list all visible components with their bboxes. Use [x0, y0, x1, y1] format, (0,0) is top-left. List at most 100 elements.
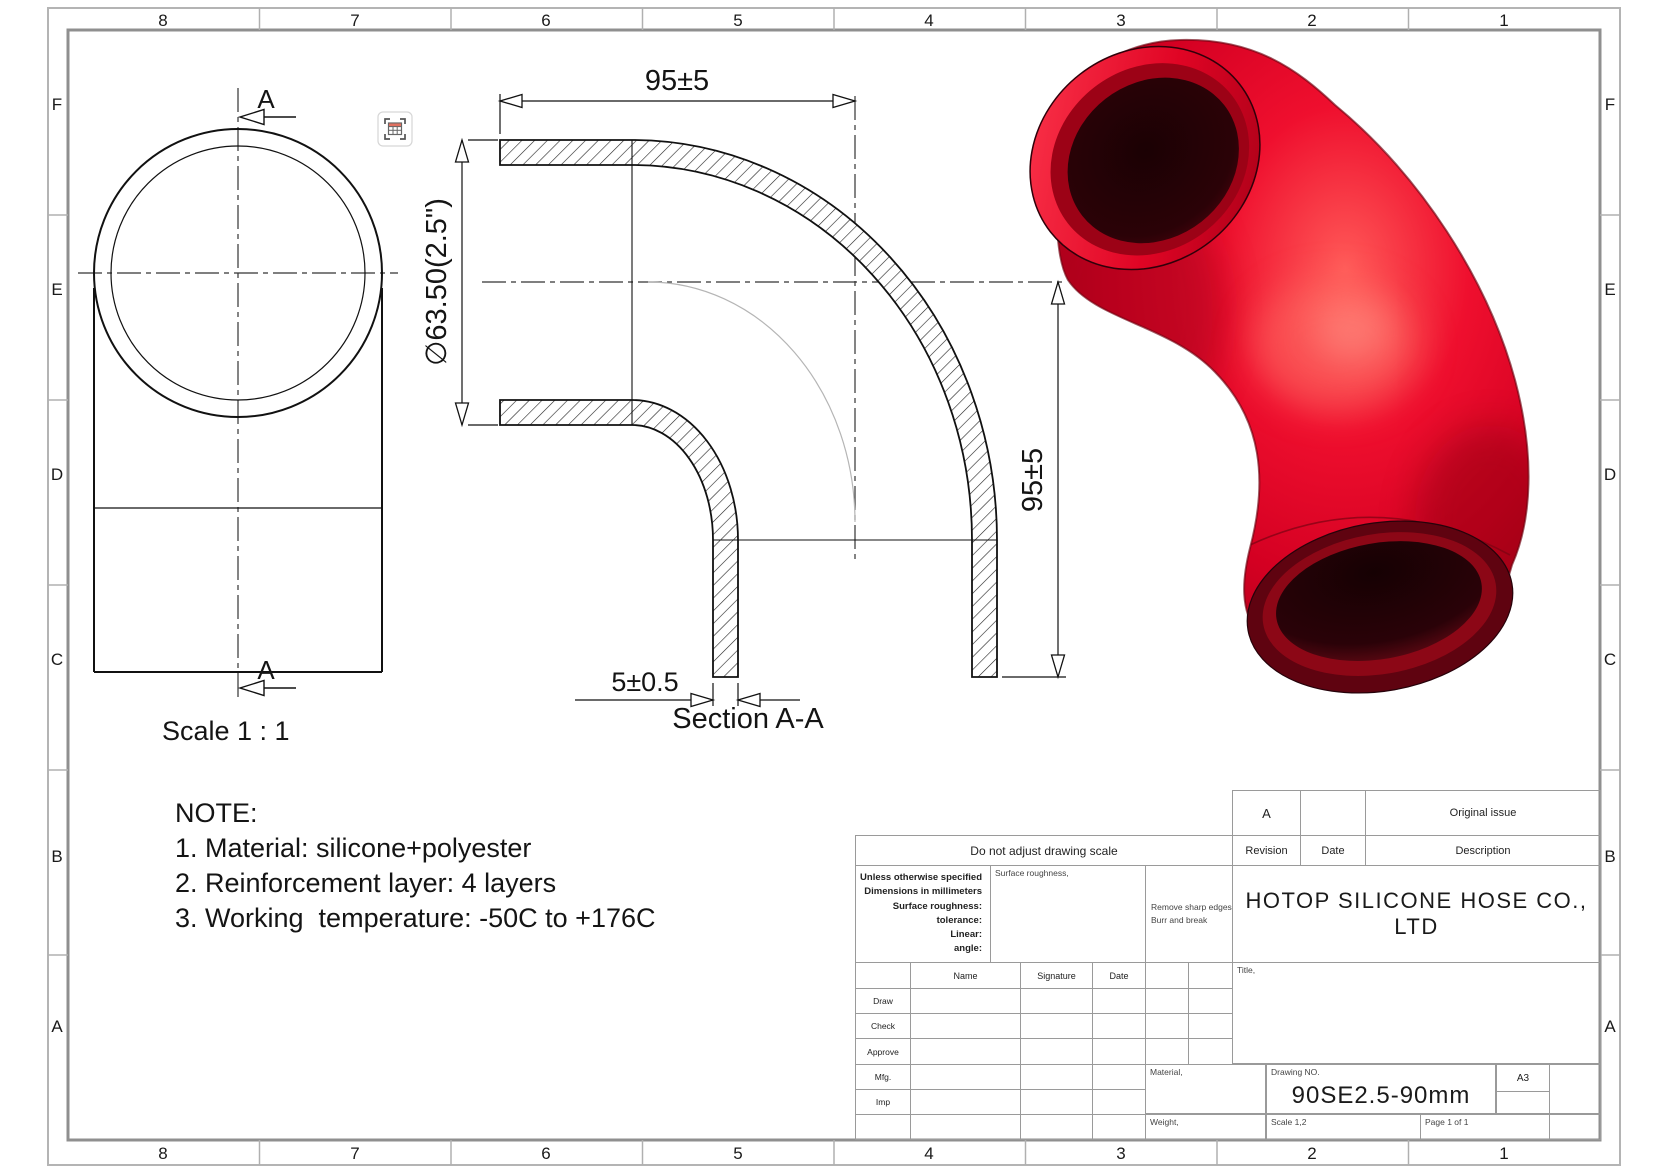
elbow-3d-render: [1029, 38, 1530, 694]
zone-label: 5: [733, 1144, 742, 1163]
hose-wall-outer: [499, 139, 998, 678]
zone-label: 1: [1499, 1144, 1508, 1163]
zone-row-labels: F E D C B A F E D C B A: [51, 95, 1616, 1036]
zone-label: 7: [350, 11, 359, 30]
signoff-date-header: Date: [1092, 962, 1146, 989]
signoff-empty-cell: [1145, 1038, 1189, 1065]
title-cell: Title,: [1232, 962, 1601, 1064]
zone-col-labels-top: 8 7 6 5 4 3 2 1: [158, 11, 1508, 30]
signoff-empty-cell: [1020, 1114, 1093, 1140]
title-label: Title,: [1237, 965, 1256, 975]
dimension-wall-thickness: 5±0.5: [575, 667, 800, 708]
signoff-empty-cell: [1145, 988, 1189, 1014]
elbow-top-opening: [1029, 45, 1261, 271]
zone-label: 2: [1307, 1144, 1316, 1163]
zone-label: 5: [733, 11, 742, 30]
empty-cell: [1549, 1114, 1601, 1140]
zone-label: 3: [1116, 11, 1125, 30]
section-letter: A: [257, 84, 275, 114]
tolerance-line: Unless otherwise specified: [860, 872, 982, 883]
signoff-name-header: Name: [910, 962, 1021, 989]
surface-roughness-cell: Surface roughness,: [990, 865, 1146, 963]
zone-label: E: [1604, 280, 1615, 299]
hose-inner-circle: [110, 145, 366, 401]
page-cell: Page 1 of 1: [1420, 1114, 1550, 1140]
signoff-empty-cell: [1188, 962, 1233, 989]
signoff-row-check: Check: [855, 1013, 911, 1039]
front-view: A A Scale 1 : 1: [78, 84, 398, 746]
signoff-empty-cell: [1020, 1089, 1093, 1115]
signoff-empty-cell: [1188, 1013, 1233, 1039]
signoff-empty-cell: [910, 1114, 1021, 1140]
elbow-bottom-opening: [1246, 520, 1514, 694]
signoff-empty-cell: [1145, 962, 1189, 989]
signoff-row-draw: Draw: [855, 988, 911, 1014]
section-cut-arrow-top: A: [237, 84, 296, 126]
dim-text-right: 95±5: [1017, 448, 1049, 512]
signoff-empty-cell: [1092, 1114, 1146, 1140]
signoff-empty-cell: [1020, 988, 1093, 1014]
hose-outer-circle: [93, 128, 383, 418]
section-letter: A: [257, 655, 275, 685]
zone-label: 8: [158, 11, 167, 30]
signoff-empty-cell: [1145, 1013, 1189, 1039]
zone-label: F: [52, 95, 62, 114]
paper-size-cell: A3: [1496, 1064, 1550, 1092]
section-cut-arrow-bottom: A: [237, 655, 296, 697]
signoff-empty-cell: [1020, 1013, 1093, 1039]
zone-label: E: [51, 280, 62, 299]
zone-label: F: [1605, 95, 1615, 114]
signoff-empty-cell: [1020, 1064, 1093, 1090]
date-header: Date: [1300, 835, 1366, 866]
notes-title: NOTE:: [175, 798, 258, 828]
signoff-row-mfg: Mfg.: [855, 1064, 911, 1090]
zone-col-labels-bottom: 8 7 6 5 4 3 2 1: [158, 1144, 1508, 1163]
edge-note-cell: Remove sharp edges Burr and break: [1145, 865, 1233, 963]
signoff-empty-cell: [1188, 1038, 1233, 1065]
signoff-empty-cell: [910, 1013, 1021, 1039]
tolerance-line: Surface roughness:: [892, 900, 982, 912]
zone-label: C: [1604, 650, 1616, 669]
revision-value-cell: A: [1232, 790, 1301, 836]
zone-label: B: [1604, 847, 1615, 866]
signoff-empty-cell: [855, 1114, 911, 1140]
material-cell: Material,: [1145, 1064, 1266, 1114]
revision-header: Revision: [1232, 835, 1301, 866]
section-view-title: Section A-A: [672, 703, 824, 735]
zone-ticks: [48, 8, 1620, 1165]
zone-label: A: [51, 1017, 63, 1036]
zone-label: B: [51, 847, 62, 866]
section-view: 95±5 ∅63.50(2.5") 95±5 5±0.5: [421, 65, 1066, 735]
table-capture-icon[interactable]: [377, 111, 413, 147]
zone-label: A: [1604, 1017, 1616, 1036]
zone-label: D: [51, 465, 63, 484]
edge-note-line: Burr and break: [1151, 915, 1208, 925]
revision-description-cell: Original issue: [1365, 790, 1601, 836]
empty-cell: [1549, 1064, 1601, 1114]
zone-label: D: [1604, 465, 1616, 484]
zone-label: 4: [924, 11, 933, 30]
zone-label: 6: [541, 11, 550, 30]
dim-text-top: 95±5: [645, 65, 709, 97]
signoff-empty-cell: [910, 988, 1021, 1014]
description-header: Description: [1365, 835, 1601, 866]
dimension-length-top: 95±5: [497, 65, 858, 134]
signoff-empty-cell: [910, 1064, 1021, 1090]
notes-block: NOTE: 1. Material: silicone+polyester 2.…: [175, 798, 656, 933]
tolerance-line: tolerance:: [936, 914, 982, 926]
signoff-empty-cell: [910, 1038, 1021, 1065]
signoff-corner-cell: [855, 962, 911, 989]
sheet-frame: 8 7 6 5 4 3 2 1 8 7 6 5 4 3 2 1 F E D C …: [47, 7, 1621, 1166]
dimension-length-right: 95±5: [1002, 279, 1066, 680]
front-view-scale-label: Scale 1 : 1: [162, 716, 290, 746]
tolerance-block: Unless otherwise specified Dimensions in…: [855, 865, 991, 963]
drawing-number: 90SE2.5-90mm: [1291, 1082, 1471, 1109]
drawing-number-cell: Drawing NO. 90SE2.5-90mm: [1266, 1064, 1496, 1114]
signoff-empty-cell: [1092, 1089, 1146, 1115]
tolerance-line: Dimensions in millimeters: [864, 886, 982, 898]
zone-label: 7: [350, 1144, 359, 1163]
signoff-empty-cell: [910, 1089, 1021, 1115]
hose-wall-inner: [499, 399, 739, 678]
